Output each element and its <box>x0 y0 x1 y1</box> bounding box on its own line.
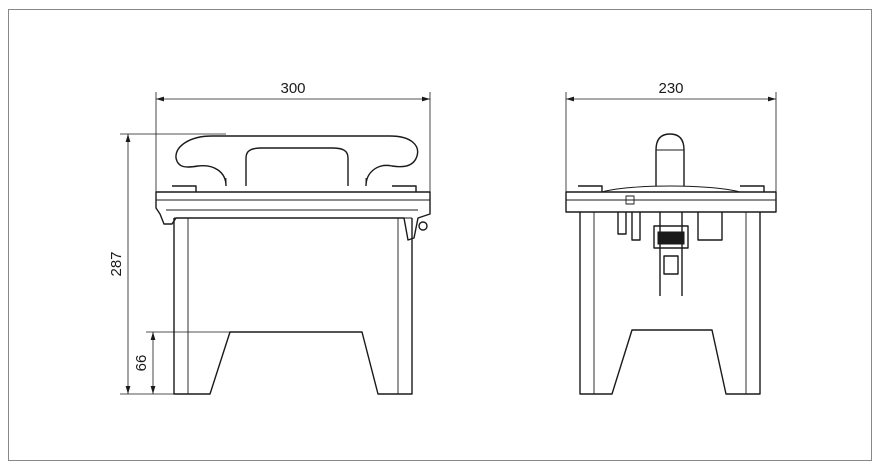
side-view <box>565 133 777 395</box>
front-hinge <box>418 221 428 231</box>
dimension-labels: 300 230 287 66 <box>108 80 684 371</box>
front-handle <box>175 135 419 187</box>
dim-label-foot-height: 66 <box>133 355 150 372</box>
front-top-plate <box>155 191 431 241</box>
dim-label-side-width: 230 <box>658 80 683 97</box>
side-knob <box>655 133 685 186</box>
side-top-plate <box>565 191 777 213</box>
side-body <box>579 212 761 395</box>
front-body <box>173 218 413 395</box>
front-view <box>155 135 431 395</box>
dim-label-total-height: 287 <box>108 251 125 276</box>
dim-label-front-width: 300 <box>280 80 305 97</box>
side-mechanism-block <box>657 231 685 245</box>
dimension-lines <box>120 92 777 395</box>
drawing-frame <box>8 9 872 461</box>
